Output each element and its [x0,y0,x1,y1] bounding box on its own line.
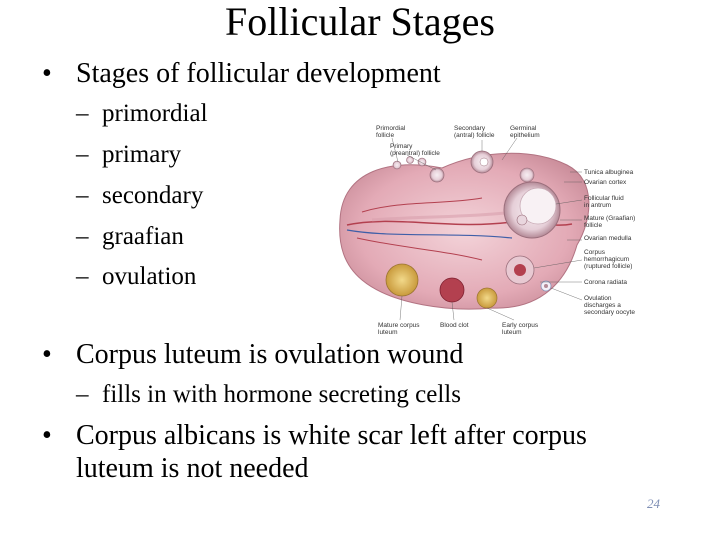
label-cortex: Ovarian cortex [584,179,627,186]
label-medulla: Ovarian medulla [584,235,632,242]
sub-bullet-symbol: – [76,263,89,290]
sub-bullet-symbol: – [76,381,89,408]
label-primary-2: (preantral) follicle [390,150,440,157]
sub-bullet-ovulation: – ovulation [76,263,276,291]
bullet-symbol: • [42,339,52,370]
sub-bullet-symbol: – [76,100,89,127]
label-ovulation: Ovulation [584,295,612,302]
sub-bullet-text: primordial [102,100,208,127]
slide-title: Follicular Stages [225,0,495,44]
bullet-symbol: • [42,420,52,451]
bullet-corpus-albicans: • Corpus albicans is white scar left aft… [42,420,682,486]
sub-bullet-text: graafian [102,223,184,250]
label-early-cl: Early corpus [502,322,539,329]
bullet-text: Corpus albicans is white scar left after… [76,420,587,451]
sub-bullet-text: secondary [102,182,204,209]
label-graafian-2: follicle [584,222,602,229]
label-fluid-2: in antrum [584,202,611,209]
sub-bullet-hormone-cells: – fills in with hormone secreting cells [76,381,536,409]
label-fluid: Follicular fluid [584,195,624,202]
label-tunica: Tunica albuginea [584,169,634,176]
label-mature-cl-2: luteum [378,329,398,335]
ovary-illustration: Primordial follicle Secondary (antral) f… [339,125,635,336]
label-corona: Corona radiata [584,279,627,286]
sub-bullet-graafian: – graafian [76,223,276,251]
sub-bullet-primary: – primary [76,141,276,169]
page-number: 24 [647,496,660,511]
ovary-diagram: Primordial follicle Secondary (antral) f… [332,120,662,336]
label-blood-clot: Blood clot [440,322,469,329]
sub-bullet-symbol: – [76,182,89,209]
label-germinal-2: epithelium [510,132,540,139]
bullet-text-continuation: luteum is not needed [76,453,309,484]
bullet-text: Stages of follicular development [76,58,441,89]
bullet-symbol: • [42,58,52,89]
label-mature-cl: Mature corpus [378,322,420,329]
label-early-cl-2: luteum [502,329,522,335]
label-primary: Primary [390,143,413,150]
sub-bullet-text: fills in with hormone secreting cells [102,381,461,408]
label-corpus-3: (ruptured follicle) [584,263,632,270]
label-ovulation-3: secondary oocyte [584,309,635,316]
label-corpus: Corpus [584,249,606,256]
sub-bullet-text: primary [102,141,182,168]
sub-bullet-secondary: – secondary [76,182,276,210]
label-primordial-2: follicle [376,132,394,139]
bullet-follicular-development: • Stages of follicular development [42,58,542,90]
sub-bullet-symbol: – [76,141,89,168]
label-secondary-2: (antral) follicle [454,132,495,139]
label-ovulation-2: discharges a [584,302,621,309]
label-secondary: Secondary [454,125,486,132]
sub-bullet-symbol: – [76,223,89,250]
bullet-text: Corpus luteum is ovulation wound [76,339,464,370]
sub-bullet-primordial: – primordial [76,100,276,128]
label-graafian: Mature (Graafian) [584,215,635,222]
bullet-corpus-luteum: • Corpus luteum is ovulation wound [42,339,562,371]
label-germinal: Germinal [510,125,537,132]
sub-bullet-text: ovulation [102,263,197,290]
label-corpus-2: hemorrhagicum [584,256,629,263]
label-primordial: Primordial [376,125,406,132]
